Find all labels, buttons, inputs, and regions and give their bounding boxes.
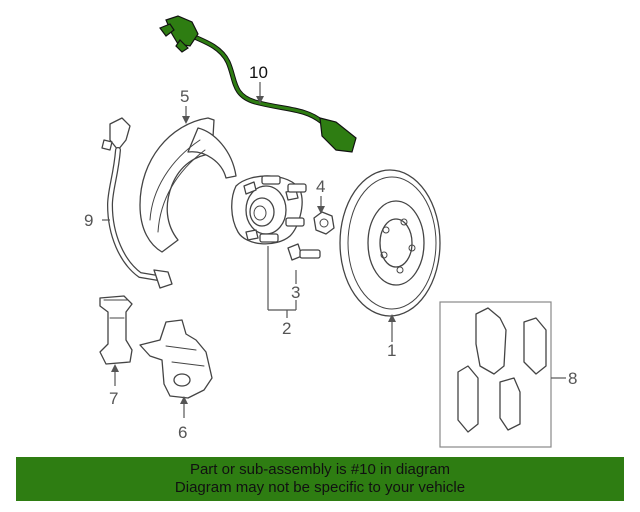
part-6-caliper[interactable]	[139, 319, 213, 399]
part-8-brake-pads[interactable]	[439, 301, 552, 448]
part-9-brake-hose[interactable]	[101, 117, 173, 289]
leader-lines	[102, 82, 566, 418]
brake-parts-diagram: 10 5 4 9 3 2 1 8 7 6	[84, 15, 577, 448]
info-banner: Part or sub-assembly is #10 in diagram D…	[16, 457, 624, 501]
part-4-hub-nut[interactable]	[313, 211, 335, 235]
callout-2[interactable]: 2	[282, 319, 291, 338]
callout-8[interactable]: 8	[568, 369, 577, 388]
callout-3[interactable]: 3	[291, 283, 300, 302]
banner-line-2: Diagram may not be specific to your vehi…	[174, 479, 466, 496]
callout-6[interactable]: 6	[178, 423, 187, 442]
callout-5[interactable]: 5	[180, 87, 189, 106]
part-5-dust-shield[interactable]	[139, 117, 237, 253]
callout-4[interactable]: 4	[316, 177, 325, 196]
part-2-hub-bearing[interactable]	[231, 175, 303, 245]
part-7-caliper-bracket[interactable]	[99, 295, 133, 365]
callout-10[interactable]: 10	[249, 63, 268, 82]
part-1-brake-rotor[interactable]	[339, 169, 441, 317]
callout-1[interactable]: 1	[387, 341, 396, 360]
part-10-abs-sensor-wire[interactable]	[159, 15, 357, 153]
callout-7[interactable]: 7	[109, 389, 118, 408]
banner-line-1: Part or sub-assembly is #10 in diagram	[189, 461, 451, 478]
callout-9[interactable]: 9	[84, 211, 93, 230]
part-3-wheel-studs[interactable]	[259, 175, 321, 261]
